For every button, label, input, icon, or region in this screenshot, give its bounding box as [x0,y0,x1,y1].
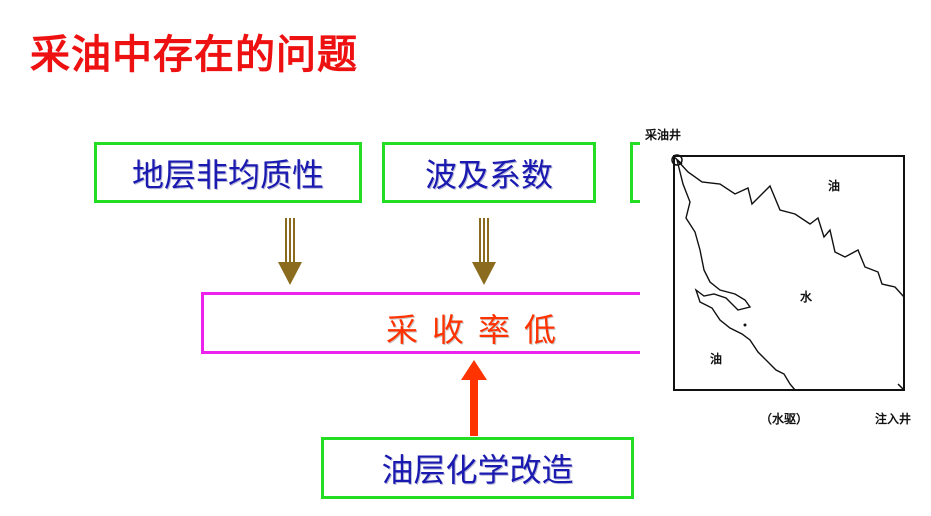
box-low-recovery: 采收率低 [201,292,671,354]
arrow-up-red [461,360,487,436]
box-chemical-treatment-label: 油层化学改造 [381,451,574,489]
waterflood-figure: 采油井 油 水 油 （水驱） 注入井 [640,122,931,516]
page-title: 采油中存在的问题 [30,32,358,78]
arrow-down-left [278,218,302,285]
label-oil-bottom: 油 [710,352,723,366]
box-heterogeneity-label: 地层非均质性 [131,155,324,194]
box-chemical-treatment: 油层化学改造 [321,437,634,499]
waterflood-drawing [671,154,905,391]
label-waterflood-caption: （水驱） [760,412,809,426]
box-sweep-efficiency: 波及系数 [382,142,596,203]
label-water: 水 [800,290,813,304]
arrow-down-middle [472,218,496,285]
label-producer-well: 采油井 [645,128,682,142]
box-heterogeneity: 地层非均质性 [94,142,362,203]
label-oil-top: 油 [828,179,841,193]
box-sweep-efficiency-label: 波及系数 [424,155,553,194]
label-injector-well: 注入井 [875,412,912,426]
box-low-recovery-label: 采收率低 [386,311,571,349]
